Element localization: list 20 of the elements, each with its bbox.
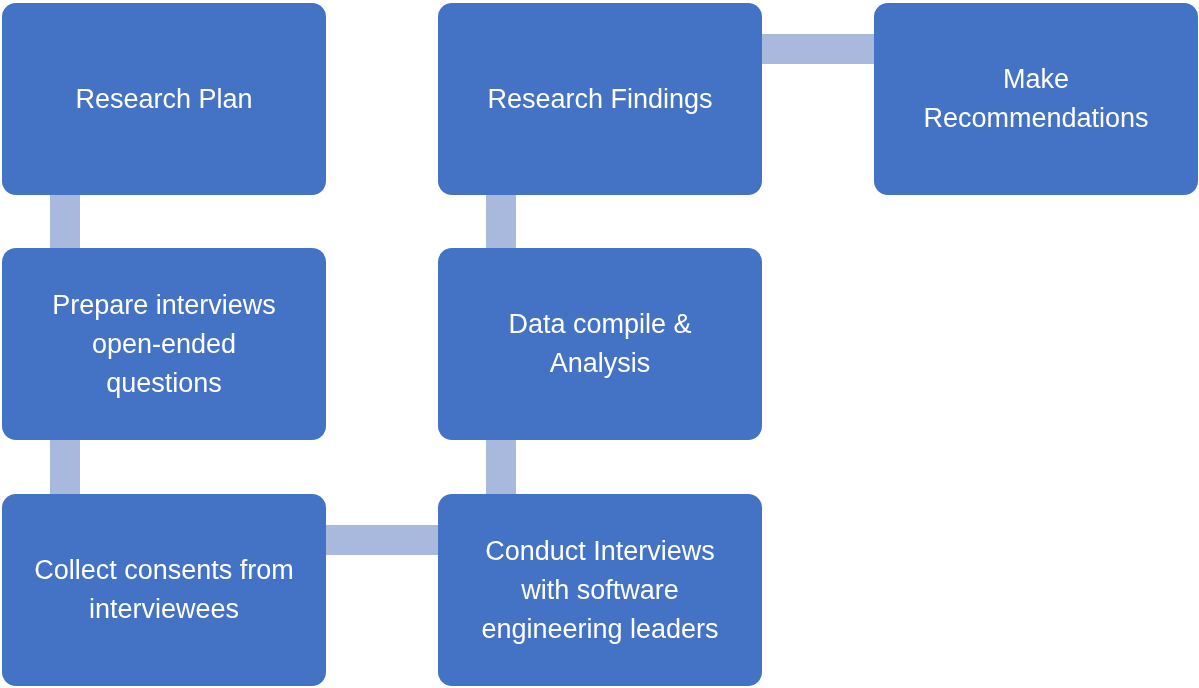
connector-bar: [50, 440, 80, 494]
step-label: Data compile & Analysis: [507, 308, 693, 380]
process-box: [438, 494, 762, 686]
process-box: [438, 248, 762, 440]
connector-bar: [326, 525, 438, 555]
connector-bar: [762, 34, 874, 64]
process-box: [2, 248, 326, 440]
connector-bar: [50, 195, 80, 248]
step-label: Collect consents from interviewees: [33, 554, 295, 626]
step-label: Prepare interviews open-ended questions: [51, 288, 277, 400]
step-label: Research Plan: [75, 82, 253, 116]
process-box: [2, 494, 326, 686]
process-box: [874, 3, 1198, 195]
process-box: [438, 3, 762, 195]
process-box: [2, 3, 326, 195]
step-label: Research Findings: [487, 82, 713, 116]
connector-bar: [486, 195, 516, 248]
step-label: Conduct Interviews with software engineering leaders: [480, 534, 720, 646]
connector-bar: [486, 440, 516, 494]
step-label: Make Recommendations: [922, 63, 1150, 135]
